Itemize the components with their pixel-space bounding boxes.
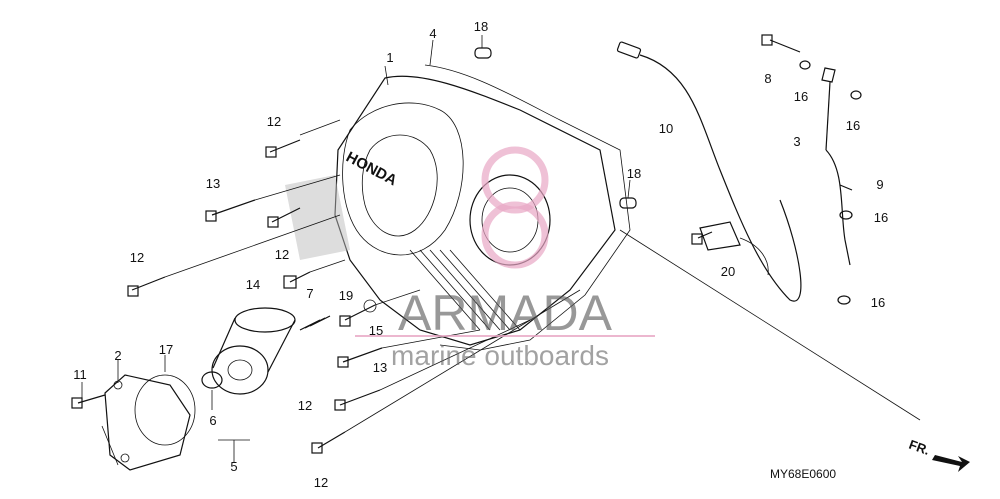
callout-label: 18 [474,19,488,34]
callout-label: 5 [230,459,237,474]
callout-label: 13 [206,176,220,191]
dowel-pin-upper [474,47,492,59]
oil-filter [211,307,296,395]
cover-brand-text: HONDA [343,149,400,190]
callout-label: 16 [794,89,808,104]
o-ring [201,371,223,389]
callout-label: 16 [871,295,885,310]
front-direction-label: FR. [907,437,932,458]
callout-label: 12 [298,398,312,413]
side-cover-assembly [104,374,196,471]
callout-label: 12 [314,475,328,490]
callout-label: 20 [721,264,735,279]
front-direction-indicator: FR. [907,437,970,472]
gasket [424,64,631,351]
callout-label: 8 [764,71,771,86]
callout-label: 1 [386,50,393,65]
bolt-group [71,139,713,454]
wire-harness [616,41,802,302]
callout-label: 4 [429,26,436,41]
callout-label: 14 [246,277,260,292]
callout-label: 11 [73,367,87,382]
washer [363,299,377,313]
callout-label: 9 [876,177,883,192]
callout-label: 17 [159,342,173,357]
callout-label: 19 [339,288,353,303]
callout-label: 10 [659,121,673,136]
callout-label: 12 [275,247,289,262]
callout-label: 12 [130,250,144,265]
callout-label: 7 [306,286,313,301]
callout-label: 6 [209,413,216,428]
dowel-pin-right [619,197,637,209]
callout-label: 15 [369,323,383,338]
callout-label: 12 [267,114,281,129]
leader-lines [81,35,921,466]
watermark-brand: ARMADA [398,285,613,341]
watermark: ARMADA marine outboards [355,146,655,371]
bracket-assembly [761,34,862,305]
watermark-tagline: marine outboards [391,340,609,371]
callout-label: 16 [846,118,860,133]
callout-label: 3 [793,134,800,149]
callout-label: 13 [373,360,387,375]
callout-label: 18 [627,166,641,181]
diagram-code: MY68E0600 [770,467,836,481]
spring [299,315,331,331]
callout-label: 2 [114,348,121,363]
callout-label: 16 [874,210,888,225]
front-arrow-icon [932,455,970,472]
